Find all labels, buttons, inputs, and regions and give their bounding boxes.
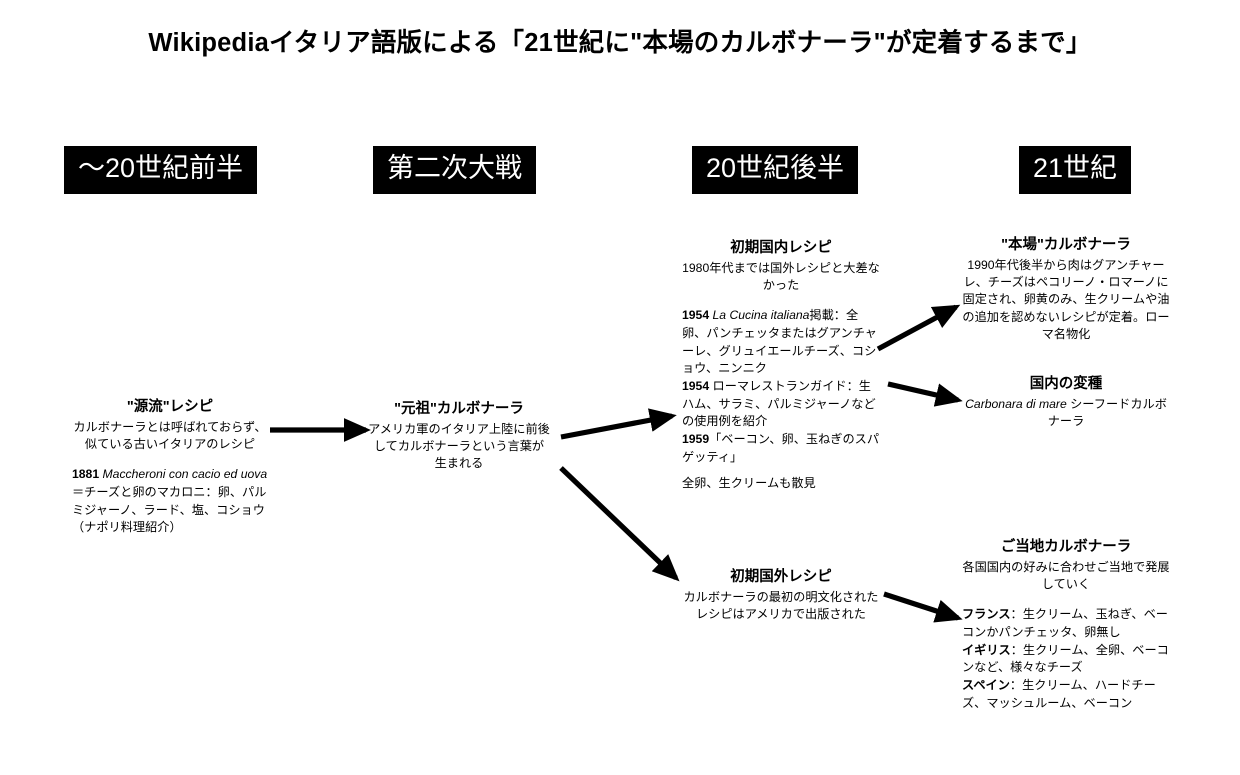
era-header-late-20c: 20世紀後半 — [692, 146, 859, 194]
origin-recipe-subtitle: カルボナーラとは呼ばれておらず、似ている古いイタリアのレシピ — [73, 419, 267, 451]
local-entry-1-country: フランス — [962, 607, 1011, 622]
domestic-entry-3-year: 1959 — [682, 432, 710, 447]
local-entry-2-text: ：生クリーム、全卵、ベーコンなど、様々なチーズ — [962, 642, 1169, 675]
local-entry-1-text: ：生クリーム、玉ねぎ、ベーコンかパンチェッタ、卵無し — [962, 607, 1168, 639]
origin-recipe-heading: "源流"レシピ — [126, 399, 214, 415]
authentic-carbonara-heading: "本場"カルボナーラ — [1001, 237, 1131, 253]
origin-recipe-detail: 1881 Maccheroni con cacio ed uova ＝チーズと卵の… — [72, 466, 268, 537]
arrow-domestic-early-to-variant — [887, 381, 963, 407]
domestic-entry-1-italic: La Cucina italiana — [712, 308, 810, 323]
first-carbonara-subtitle: アメリカ軍のイタリア上陸に前後してカルボナーラという言葉が生まれる — [368, 421, 550, 471]
origin-recipe-text: ＝チーズと卵のマカロニ：卵、パルミジャーノ、ラード、塩、コショウ（ナポリ料理紹介… — [72, 484, 267, 535]
block-domestic-early-recipe: 初期国内レシピ 1980年代までは国外レシピと大差なかった 1954 La Cu… — [682, 239, 880, 493]
local-carbonara-detail: フランス：生クリーム、玉ねぎ、ベーコンかパンチェッタ、卵無し イギリス：生クリー… — [962, 606, 1170, 712]
domestic-entry-1-text: 掲載：全卵、パンチェッタまたはグアンチャーレ、グリュイエールチーズ、コショウ、ニ… — [682, 308, 877, 376]
local-entry-2-country: イギリス — [962, 642, 1011, 657]
arrow-first-to-domestic-early — [560, 408, 677, 440]
domestic-variant-heading: 国内の変種 — [1029, 376, 1103, 392]
domestic-variant-italic: Carbonara di mare — [965, 396, 1067, 411]
page-title: Wikipediaイタリア語版による「21世紀に"本場のカルボナーラ"が定着する… — [148, 29, 1092, 57]
arrow-first-to-foreign-early — [559, 466, 680, 582]
first-carbonara-heading: "元祖"カルボナーラ — [394, 401, 524, 417]
block-foreign-early-recipe: 初期国外レシピ カルボナーラの最初の明文化されたレシピはアメリカで出版された — [682, 568, 880, 623]
local-entry-3-text: ：生クリーム、ハードチーズ、マッシュルーム、ベーコン — [962, 677, 1156, 710]
foreign-early-heading: 初期国外レシピ — [730, 569, 832, 585]
domestic-entry-3-text: 「ベーコン、卵、玉ねぎのスパゲッティ」 — [682, 432, 880, 464]
domestic-entry-2-year: 1954 — [682, 378, 710, 393]
arrow-foreign-early-to-local — [883, 591, 963, 623]
domestic-entry-2-text: ローマレストランガイド：生ハム、サラミ、パルミジャーノなどの使用例を紹介 — [682, 378, 876, 429]
block-domestic-variant: 国内の変種 Carbonara di mare シーフードカルボナーラ — [962, 375, 1170, 430]
origin-recipe-year: 1881 — [72, 467, 100, 482]
domestic-entry-1-year: 1954 — [682, 308, 710, 323]
foreign-early-subtitle: カルボナーラの最初の明文化されたレシピはアメリカで出版された — [683, 589, 879, 621]
block-first-carbonara: "元祖"カルボナーラ アメリカ軍のイタリア上陸に前後してカルボナーラという言葉が… — [368, 400, 550, 473]
block-authentic-carbonara: "本場"カルボナーラ 1990年代後半から肉はグアンチャーレ、チーズはペコリーノ… — [962, 236, 1170, 343]
domestic-early-detail: 1954 La Cucina italiana掲載：全卵、パンチェッタまたはグア… — [682, 307, 880, 493]
authentic-carbonara-subtitle: 1990年代後半から肉はグアンチャーレ、チーズはペコリーノ・ロマーノに固定され、… — [962, 257, 1170, 341]
domestic-variant-rest: シーフードカルボナーラ — [1047, 396, 1167, 428]
detail-spacer — [682, 466, 880, 475]
local-carbonara-subtitle: 各国国内の好みに合わせご当地で発展していく — [962, 559, 1170, 591]
block-origin-recipe: "源流"レシピ カルボナーラとは呼ばれておらず、似ている古いイタリアのレシピ 1… — [72, 398, 268, 537]
origin-recipe-italic-title: Maccheroni con cacio ed uova — [102, 467, 268, 482]
domestic-variant-subtitle: Carbonara di mare シーフードカルボナーラ — [962, 396, 1170, 431]
domestic-early-heading: 初期国内レシピ — [730, 240, 832, 256]
arrow-domestic-early-to-authentic — [876, 304, 961, 352]
domestic-early-footnote: 全卵、生クリームも散見 — [682, 476, 816, 491]
era-header-wwii: 第二次大戦 — [373, 146, 536, 194]
block-local-carbonara: ご当地カルボナーラ 各国国内の好みに合わせご当地で発展していく フランス：生クリ… — [962, 538, 1170, 712]
local-carbonara-heading: ご当地カルボナーラ — [1000, 539, 1132, 555]
local-entry-3-country: スペイン — [962, 677, 1010, 692]
era-header-21c: 21世紀 — [1019, 146, 1132, 194]
era-header-early-20c: 〜20世紀前半 — [64, 146, 258, 194]
domestic-early-subtitle: 1980年代までは国外レシピと大差なかった — [682, 260, 880, 292]
